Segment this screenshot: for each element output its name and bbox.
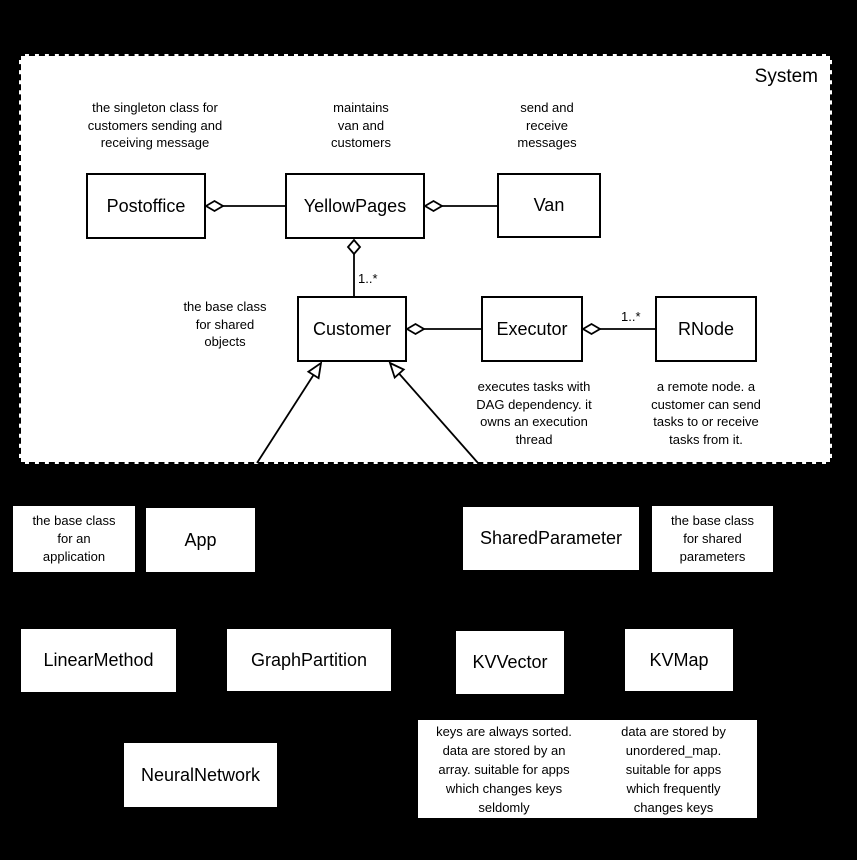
class-label-neuralnetwork: NeuralNetwork: [140, 764, 261, 785]
annotation-rnode: a remote node. a customer can send tasks…: [651, 379, 761, 447]
multiplicity-yellowpages-customer: 1..*: [358, 271, 378, 286]
class-label-kvmap: KVMap: [649, 649, 709, 670]
class-box-rnode: RNode: [655, 296, 757, 362]
annotation-app: the base class for an application: [13, 506, 135, 572]
class-box-van: Van: [497, 173, 601, 238]
class-box-app: App: [146, 508, 255, 572]
annotation-yellowpages: maintains van and customers: [331, 100, 391, 150]
class-label-customer: Customer: [312, 318, 392, 339]
class-label-yellowpages: YellowPages: [303, 195, 407, 216]
annotation-customer: the base class for shared objects: [183, 299, 267, 349]
annotation-postoffice: the singleton class for customers sendin…: [87, 100, 223, 150]
system-title: System: [754, 66, 818, 87]
annotation-kvmap: data are stored by unordered_map. suitab…: [621, 723, 726, 815]
class-box-customer: Customer: [297, 296, 407, 362]
class-box-postoffice: Postoffice: [86, 173, 206, 239]
class-box-sharedparameter: SharedParameter: [463, 507, 639, 570]
class-box-yellowpages: YellowPages: [285, 173, 425, 239]
class-box-executor: Executor: [481, 296, 583, 362]
multiplicity-executor-rnode: 1..*: [621, 309, 641, 324]
class-box-neuralnetwork: NeuralNetwork: [124, 743, 277, 807]
class-label-linearmethod: LinearMethod: [43, 650, 154, 670]
class-box-kvmap: KVMap: [625, 629, 733, 691]
class-label-app: App: [184, 529, 217, 550]
annotation-kvvector: keys are always sorted. data are stored …: [436, 723, 572, 815]
annotation-sharedparameter: the base class for shared parameters: [652, 506, 773, 572]
class-label-sharedparameter: SharedParameter: [479, 528, 623, 548]
class-box-linearmethod: LinearMethod: [21, 629, 176, 692]
class-box-graphpartition: GraphPartition: [227, 629, 391, 691]
class-label-graphpartition: GraphPartition: [250, 649, 368, 670]
class-label-postoffice: Postoffice: [106, 195, 186, 216]
class-label-rnode: RNode: [677, 318, 735, 339]
annotation-executor: executes tasks with DAG dependency. it o…: [476, 379, 592, 447]
class-label-van: Van: [533, 195, 565, 215]
class-label-executor: Executor: [496, 318, 568, 339]
class-label-kvvector: KVVector: [472, 652, 548, 672]
annotation-van: send and receive messages: [517, 100, 577, 150]
annotation-kv-group: keys are always sorted. data are stored …: [418, 720, 757, 818]
class-box-kvvector: KVVector: [456, 631, 564, 694]
